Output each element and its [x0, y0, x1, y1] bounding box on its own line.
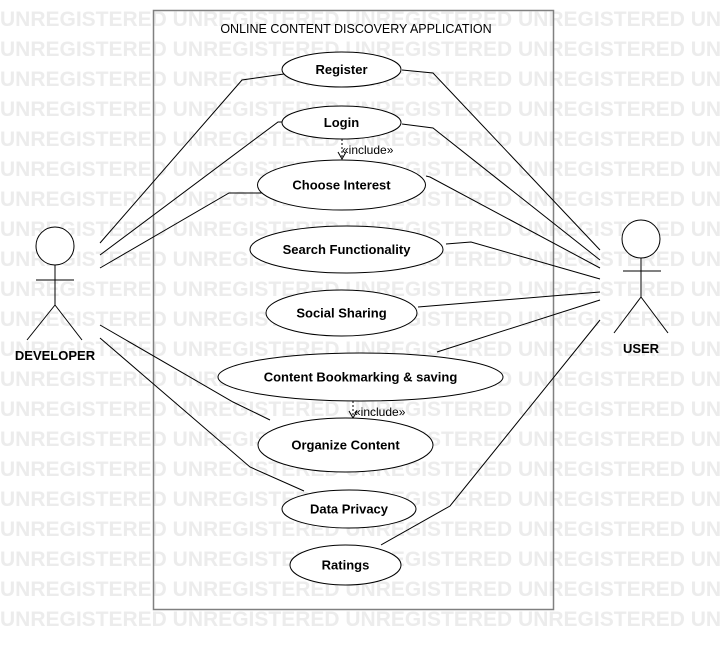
- association-developer-choose-interest: [99, 192, 262, 269]
- use-case-data-privacy[interactable]: Data Privacy: [281, 489, 417, 529]
- watermark-row: UNREGISTERED UNREGISTERED UNREGISTERED U…: [0, 398, 721, 421]
- include-label-1: «include»: [342, 143, 394, 157]
- association-developer-register: [99, 73, 285, 244]
- association-user-choose-interest: [425, 175, 601, 269]
- watermark-row: UNREGISTERED UNREGISTERED UNREGISTERED U…: [0, 608, 721, 631]
- system-title: ONLINE CONTENT DISCOVERY APPLICATION: [220, 22, 491, 36]
- user-head: [621, 219, 661, 259]
- use-case-search-functionality-label: Search Functionality: [283, 242, 412, 257]
- watermark-row: UNREGISTERED UNREGISTERED UNREGISTERED U…: [0, 128, 721, 151]
- watermark-row: UNREGISTERED UNREGISTERED UNREGISTERED U…: [0, 38, 721, 61]
- association-user-register: [401, 69, 601, 251]
- use-case-ratings-label: Ratings: [322, 558, 370, 573]
- use-case-register[interactable]: Register: [281, 51, 402, 88]
- actor-user[interactable]: [613, 219, 669, 334]
- developer-associations: [99, 73, 305, 492]
- watermark-row: UNREGISTERED UNREGISTERED UNREGISTERED U…: [0, 338, 721, 361]
- association-developer-login: [99, 121, 284, 256]
- use-case-data-privacy-label: Data Privacy: [310, 502, 389, 517]
- use-case-choose-interest[interactable]: Choose Interest: [257, 159, 426, 211]
- watermark-row: UNREGISTERED UNREGISTERED UNREGISTERED U…: [0, 518, 721, 541]
- use-case-ratings[interactable]: Ratings: [289, 544, 402, 586]
- watermark-row: UNREGISTERED UNREGISTERED UNREGISTERED U…: [0, 578, 721, 601]
- use-case-content-bookmarking-label: Content Bookmarking & saving: [264, 370, 458, 385]
- developer-head: [35, 226, 75, 266]
- association-developer-organize: [99, 324, 271, 421]
- use-case-content-bookmarking[interactable]: Content Bookmarking & saving: [217, 352, 504, 402]
- association-user-login: [401, 123, 601, 261]
- use-case-register-label: Register: [315, 62, 367, 77]
- use-case-choose-interest-label: Choose Interest: [292, 178, 391, 193]
- watermark-row: UNREGISTERED UNREGISTERED UNREGISTERED U…: [0, 278, 721, 301]
- association-user-ratings: [380, 319, 601, 546]
- association-user-search: [445, 241, 601, 280]
- watermark-row: UNREGISTERED UNREGISTERED UNREGISTERED U…: [0, 8, 721, 31]
- use-case-search-functionality[interactable]: Search Functionality: [249, 225, 444, 274]
- use-case-social-sharing-label: Social Sharing: [296, 306, 386, 321]
- include-label-2: «include»: [354, 405, 406, 419]
- use-case-social-sharing[interactable]: Social Sharing: [265, 289, 418, 337]
- actor-user-label: USER: [623, 341, 660, 356]
- use-case-login[interactable]: Login: [281, 105, 402, 140]
- actor-developer-label: DEVELOPER: [15, 348, 96, 363]
- user-associations: [380, 69, 601, 546]
- association-user-bookmarking: [436, 299, 601, 353]
- use-case-organize-content-label: Organize Content: [291, 438, 400, 453]
- use-case-login-label: Login: [324, 115, 359, 130]
- system-boundary[interactable]: [152, 9, 555, 611]
- actor-developer[interactable]: [26, 226, 83, 341]
- association-developer-data-privacy: [99, 337, 305, 492]
- use-case-organize-content[interactable]: Organize Content: [257, 417, 434, 473]
- include-arrowhead-1: [337, 151, 347, 161]
- association-user-social-sharing: [417, 291, 601, 308]
